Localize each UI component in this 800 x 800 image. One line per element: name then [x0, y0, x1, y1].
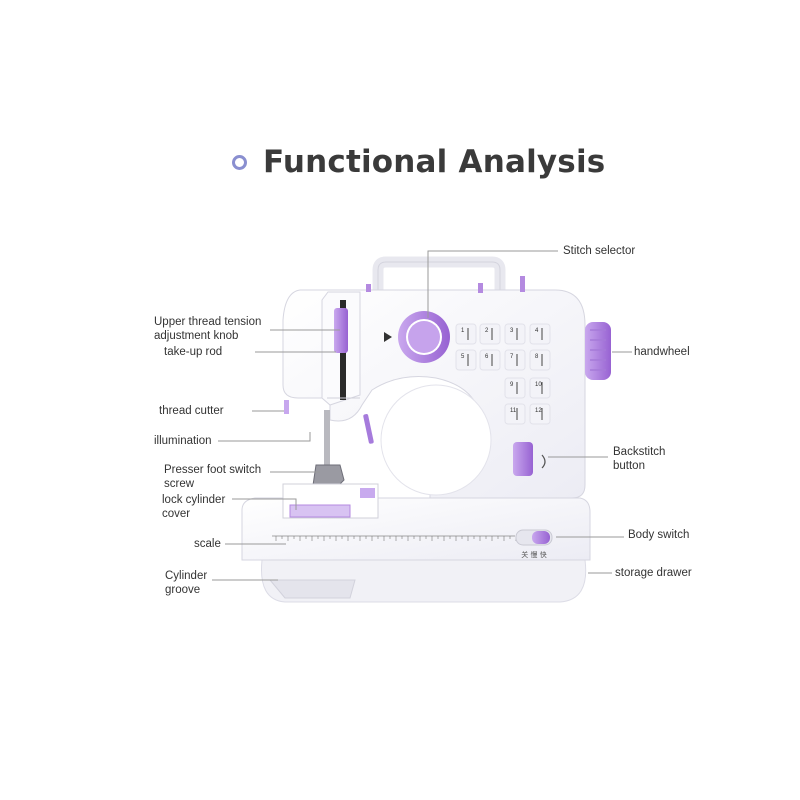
circle-bullet-icon [232, 154, 247, 170]
label-backstitch-1: Backstitch [613, 446, 666, 458]
machine-base [260, 559, 587, 603]
front-panel [321, 291, 361, 406]
stitch-cell [479, 323, 501, 345]
label-thread-cutter: thread cutter [159, 405, 224, 417]
stitch-cell [529, 349, 551, 371]
leader-stitch-selector [427, 250, 558, 318]
stitch-number: 3 [510, 328, 514, 334]
stitch-number: 1 [461, 328, 465, 334]
label-body-switch: Body switch [628, 529, 690, 541]
stitch-cell [504, 377, 526, 399]
label-scale: scale [194, 538, 221, 550]
stitch-number: 10 [535, 382, 542, 388]
stitch-selector-dial[interactable] [384, 311, 450, 363]
label-handwheel: handwheel [634, 346, 690, 358]
backstitch-button[interactable] [513, 442, 546, 476]
label-take-up-rod: take-up rod [164, 346, 223, 358]
stitch-cell [529, 377, 551, 399]
switch-text: 关 慢 快 [521, 550, 546, 559]
stitch-number: 2 [485, 328, 489, 334]
needle-assembly [284, 400, 374, 493]
stitch-cell [479, 349, 501, 371]
label-stitch-selector: Stitch selector [563, 245, 636, 257]
stitch-number: 5 [461, 354, 465, 360]
page-title: Functional Analysis [263, 144, 606, 180]
stitch-cell [455, 323, 477, 345]
label-cylinder-2: groove [165, 584, 201, 596]
label-backstitch-2: button [613, 460, 645, 472]
needle-plate [282, 483, 379, 519]
leader-lock-cylinder [232, 498, 297, 510]
scale-ruler [272, 535, 517, 541]
stitch-number: 9 [510, 382, 514, 388]
stitch-cell [455, 349, 477, 371]
label-upper-tension-1: Upper thread tension [154, 316, 262, 328]
stitch-cell [529, 403, 551, 425]
stitch-number: 8 [535, 354, 539, 360]
label-lock-cylinder-2: cover [162, 508, 191, 520]
spool-pins [366, 276, 525, 293]
stitch-number: 6 [485, 354, 489, 360]
label-illumination: illumination [154, 435, 212, 447]
stitch-cell [504, 403, 526, 425]
body-switch[interactable]: 关 慢 快 [515, 529, 553, 559]
stitch-number: 12 [535, 408, 542, 414]
stitch-cell [504, 349, 526, 371]
handwheel[interactable] [585, 322, 611, 380]
stitch-cell [504, 323, 526, 345]
label-lock-cylinder-1: lock cylinder [162, 494, 226, 506]
leader-illumination [218, 432, 311, 442]
label-cylinder-1: Cylinder [165, 570, 208, 582]
label-presser-foot-2: screw [164, 478, 195, 490]
leader-lines [212, 250, 632, 581]
stitch-number: 11 [510, 408, 517, 414]
label-storage-drawer: storage drawer [615, 567, 692, 579]
stitch-number: 7 [510, 354, 514, 360]
label-presser-foot-1: Presser foot switch [164, 464, 262, 476]
label-upper-tension-2: adjustment knob [154, 330, 239, 342]
carry-handle [372, 256, 506, 295]
stitch-cell [529, 323, 551, 345]
stitch-number: 4 [535, 328, 539, 334]
title-block: Functional Analysis [232, 140, 605, 184]
